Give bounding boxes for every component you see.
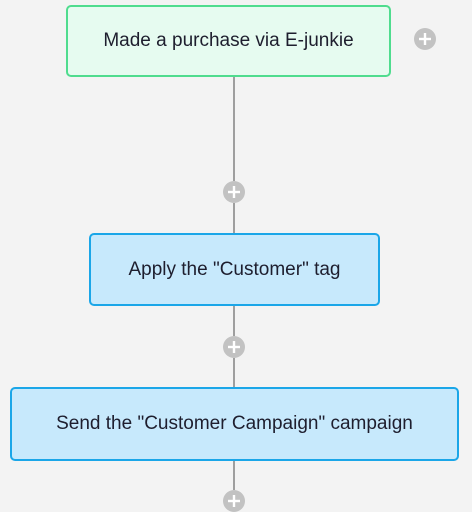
- action-node-apply-tag[interactable]: Apply the "Customer" tag: [89, 233, 380, 306]
- connector-step-1-to-add: [233, 305, 235, 336]
- plus-icon: [419, 33, 431, 45]
- plus-icon: [228, 186, 240, 198]
- add-step-button-2[interactable]: [223, 336, 245, 358]
- action-label: Send the "Customer Campaign" campaign: [56, 413, 413, 434]
- add-step-button-1[interactable]: [223, 181, 245, 203]
- trigger-label: Made a purchase via E-junkie: [103, 30, 354, 51]
- plus-icon: [228, 495, 240, 507]
- connector-add-to-step-1: [233, 203, 235, 234]
- plus-icon: [228, 341, 240, 353]
- connector-add-to-step-2: [233, 358, 235, 388]
- connector-step-2-to-add: [233, 460, 235, 490]
- add-trigger-button[interactable]: [414, 28, 436, 50]
- action-label: Apply the "Customer" tag: [128, 258, 341, 280]
- action-node-send-campaign[interactable]: Send the "Customer Campaign" campaign: [10, 387, 459, 461]
- connector-trigger-to-add: [233, 76, 235, 181]
- trigger-node[interactable]: Made a purchase via E-junkie: [66, 5, 391, 77]
- add-step-button-3[interactable]: [223, 490, 245, 512]
